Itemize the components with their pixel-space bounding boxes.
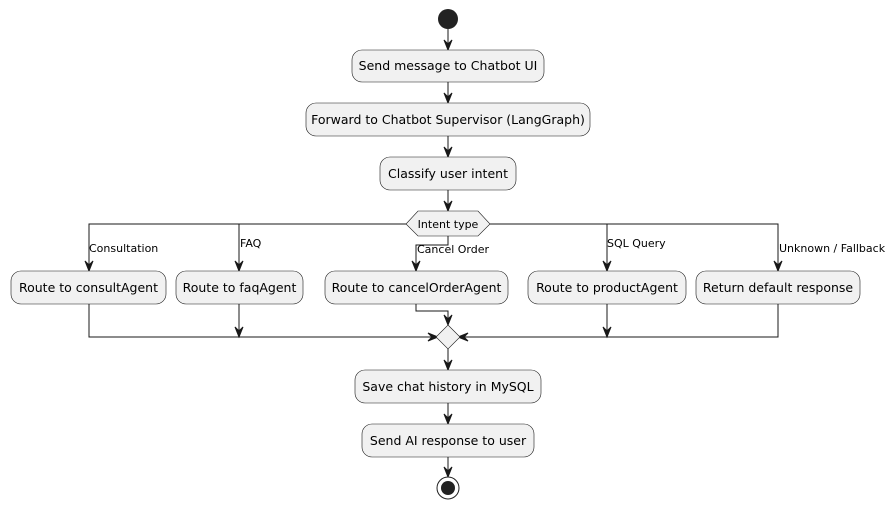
branch-line-consultation — [88, 223, 406, 269]
decision-label: Intent type — [418, 218, 479, 231]
arrow-forward-classify — [443, 146, 453, 159]
node-route-faq: Route to faqAgent — [175, 270, 304, 305]
arrow-consultation — [84, 260, 94, 273]
node-route-consult-label: Route to consultAgent — [19, 280, 158, 295]
arrow-sql-query — [602, 260, 612, 273]
node-send-response: Send AI response to user — [361, 423, 535, 458]
merge-line-cancel — [415, 304, 449, 323]
merge-line-consult — [88, 304, 436, 338]
arrow-merge-left — [427, 332, 440, 342]
arrow-faq — [234, 260, 244, 273]
arrow-unknown — [773, 260, 783, 273]
merge-line-unknown — [460, 304, 779, 338]
arrow-send-end — [443, 466, 453, 479]
node-route-consult: Route to consultAgent — [10, 270, 167, 305]
arrow-classify-decision — [443, 200, 453, 213]
node-return-default-label: Return default response — [703, 280, 853, 295]
node-send-message-label: Send message to Chatbot UI — [359, 58, 538, 73]
node-route-product-label: Route to productAgent — [536, 280, 678, 295]
arrow-cancel-order — [411, 260, 421, 273]
arrow-merge-save — [443, 359, 453, 372]
node-route-cancel: Route to cancelOrderAgent — [324, 270, 509, 305]
node-forward-label: Forward to Chatbot Supervisor (LangGraph… — [311, 112, 585, 127]
node-route-product: Route to productAgent — [527, 270, 687, 305]
node-route-faq-label: Route to faqAgent — [183, 280, 297, 295]
branch-label-consultation: Consultation — [89, 242, 158, 255]
node-save-history-label: Save chat history in MySQL — [362, 379, 533, 394]
arrow-merge-product — [602, 326, 612, 339]
end-node — [436, 476, 460, 500]
branch-line-sql-query — [490, 223, 608, 269]
arrow-start-send — [443, 39, 453, 52]
branch-line-unknown — [607, 223, 779, 269]
arrow-merge-right — [456, 332, 469, 342]
node-send-message: Send message to Chatbot UI — [351, 49, 545, 83]
node-save-history: Save chat history in MySQL — [354, 369, 542, 404]
branch-label-unknown: Unknown / Fallback — [779, 242, 886, 255]
node-classify: Classify user intent — [379, 156, 517, 191]
branch-label-cancel-order: Cancel Order — [417, 243, 489, 256]
arrow-save-send — [443, 413, 453, 426]
arrow-merge-cancel — [443, 314, 453, 327]
node-send-response-label: Send AI response to user — [370, 433, 527, 448]
arrow-send-forward — [443, 92, 453, 105]
node-forward: Forward to Chatbot Supervisor (LangGraph… — [305, 102, 591, 137]
start-node — [438, 9, 458, 29]
branch-label-sql-query: SQL Query — [607, 237, 666, 250]
node-classify-label: Classify user intent — [388, 166, 508, 181]
merge-diamond — [435, 324, 461, 350]
decision-intent-type: Intent type — [405, 210, 491, 237]
node-return-default: Return default response — [695, 270, 861, 305]
node-route-cancel-label: Route to cancelOrderAgent — [332, 280, 502, 295]
branch-line-cancel-order — [415, 236, 449, 269]
arrow-merge-faq — [234, 326, 244, 339]
branch-label-faq: FAQ — [240, 237, 262, 250]
